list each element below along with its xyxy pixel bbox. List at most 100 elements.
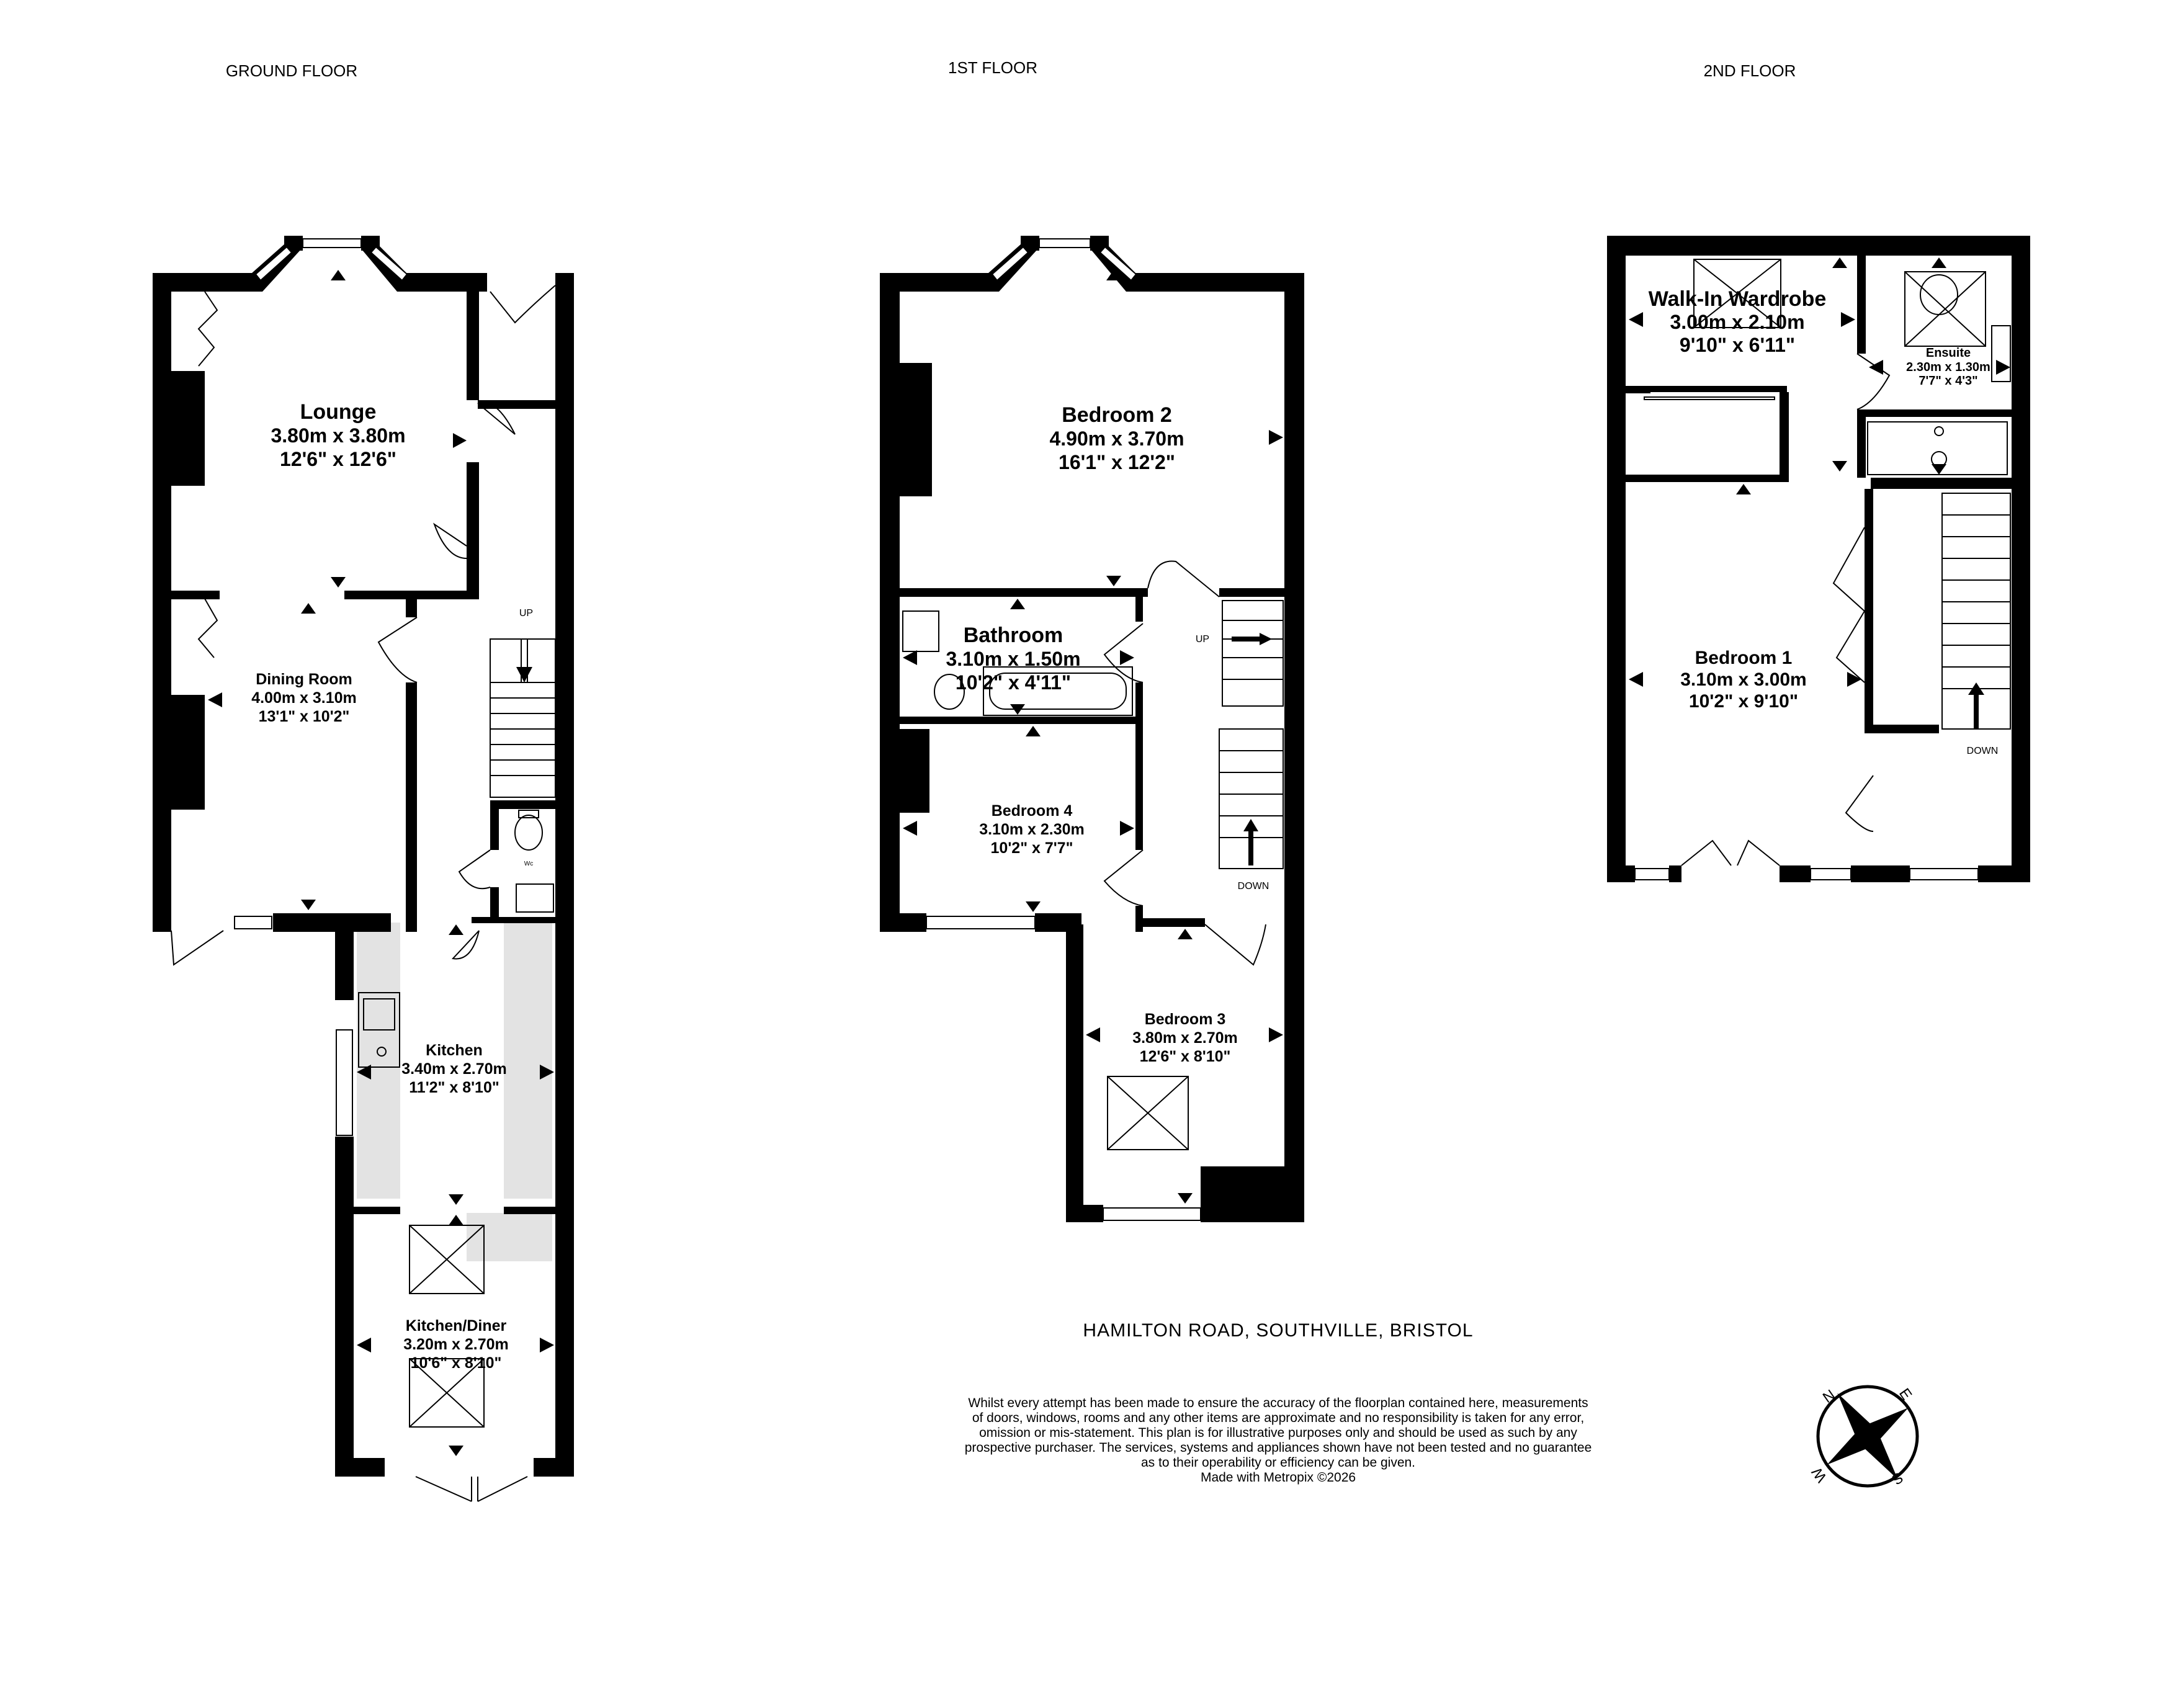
disclaimer-line: Whilst every attempt has been made to en… (968, 1396, 1588, 1410)
lounge-cupboard-door (197, 291, 218, 367)
disclaimer-line: prospective purchaser. The services, sys… (964, 1441, 1592, 1455)
lounge-dining-wall-r (344, 591, 479, 599)
lounge-bay-window (302, 238, 362, 248)
stair-well-bottom (1865, 725, 1939, 733)
ensuite-left-wall (1857, 256, 1866, 354)
stair-well-top (1871, 478, 2012, 489)
kitchen-arrow-left (357, 1065, 371, 1080)
ensuite-tap-icon (1934, 426, 1944, 436)
wc-wall-left (490, 800, 499, 850)
first-stairs-down-label: DOWN (1238, 881, 1269, 892)
second-bottom-wall-e (1978, 865, 2030, 882)
wc-toilet-icon (514, 815, 543, 851)
dining-door (377, 617, 418, 683)
bathroom-metric: 3.10m x 1.50m (946, 648, 1080, 670)
metropix-credit: Made with Metropix ©2026 (1200, 1470, 1356, 1485)
bedroom4-window (926, 916, 1036, 929)
bathroom-arrow-left (903, 650, 917, 665)
first-bay-window-left (991, 246, 1029, 282)
landing-wall-top (1219, 588, 1284, 597)
bedroom3-arrow-bottom (1178, 1193, 1193, 1204)
kitchen-arrow-top (449, 924, 463, 935)
wardrobe-unit-right (1780, 392, 1789, 482)
disclaimer: Whilst every attempt has been made to en… (893, 1396, 1663, 1485)
kitchen-imperial: 11'2" x 8'10" (409, 1079, 499, 1096)
compass-n: N (1820, 1387, 1838, 1406)
lounge-arrow-right (453, 433, 467, 448)
bathroom-basin-icon (902, 610, 939, 652)
lounge-chimney (171, 371, 205, 486)
first-bay-window (1039, 238, 1091, 248)
bedroom2-name: Bedroom 2 (1062, 403, 1172, 427)
first-stairs-up (1222, 600, 1284, 707)
bedroom1-arrow-left (1629, 672, 1643, 687)
ground-stairs-up-label: UP (519, 608, 533, 619)
first-floor-title: 1ST FLOOR (948, 58, 1037, 77)
kitchen-left-wall-top (335, 923, 354, 1000)
kitchen-left-wall-bottom (335, 1137, 354, 1477)
kitchen-tap-icon (377, 1047, 387, 1057)
kitchen-door (451, 930, 480, 960)
wc-wall-left-2 (490, 887, 499, 921)
hall-wall (478, 400, 555, 409)
bedroom3-arrow-right (1269, 1027, 1283, 1042)
bedroom4-right-wall (1135, 906, 1143, 932)
bedroom3-arrow-left (1086, 1027, 1100, 1042)
ensuite-imperial: 7'7" x 4'3" (1919, 374, 1977, 388)
bedroom4-arrow-right (1120, 821, 1134, 836)
wardrobe-skylight (1693, 259, 1781, 328)
bathroom-door (1103, 623, 1144, 683)
bedroom1-arrow-right (1847, 672, 1861, 687)
compass-e: E (1896, 1385, 1915, 1403)
dining-arrow-bottom (301, 900, 316, 910)
bedroom2-door (1147, 560, 1220, 597)
kitchen-diner-skylight-2 (409, 1358, 485, 1428)
dining-imperial: 13'1" x 10'2" (259, 708, 350, 725)
kitchen-arrow-bottom (449, 1194, 463, 1205)
bedroom2-arrow-top (1106, 270, 1121, 280)
bathroom-toilet-icon (934, 674, 965, 710)
wardrobe-metric: 3.00m x 2.10m (1670, 311, 1804, 333)
ensuite-arrow-left (1869, 360, 1883, 375)
bathroom-imperial: 10'2" x 4'11" (956, 671, 1071, 694)
bedroom4-imperial: 10'2" x 7'7" (991, 839, 1073, 857)
first-bay-window-right (1099, 246, 1137, 282)
first-stairs-up-label: UP (1196, 634, 1209, 645)
wardrobe-rail (1644, 396, 1775, 400)
bathroom-name: Bathroom (964, 624, 1063, 647)
bedroom2-imperial: 16'1" x 12'2" (1059, 451, 1175, 473)
bedroom1-window-left (1634, 868, 1670, 880)
kitchen-drainer-icon (363, 998, 395, 1031)
ground-stairs-arrow (516, 667, 532, 682)
dining-arrow-top (301, 603, 316, 614)
bedroom3-arrow-top (1178, 929, 1193, 939)
bedroom1-arrow-top (1736, 484, 1751, 494)
dining-right-wall-2 (406, 682, 417, 932)
second-bottom-wall-d (1851, 865, 1910, 882)
ensuite-toilet-icon (1920, 274, 1958, 315)
kitchen-diner-name: Kitchen/Diner (406, 1317, 507, 1335)
second-top-wall (1607, 236, 2030, 256)
wc-wall-top (490, 800, 555, 809)
kitchen-diner-arrow-left (357, 1338, 371, 1353)
ground-floor-plan: UP Wc Loun (153, 236, 574, 1502)
dining-window (234, 916, 272, 929)
bedroom1-name: Bedroom 1 (1695, 648, 1793, 668)
ensuite-shower-icon (1904, 271, 1986, 347)
bedroom1-door (1845, 775, 1874, 832)
first-left-wall (880, 273, 900, 932)
wardrobe-door (1832, 527, 1866, 683)
bathroom-bottom-wall (900, 717, 1135, 724)
ground-floor-title: GROUND FLOOR (226, 61, 357, 80)
first-floor-plan: UP DOWN Bedroom 2 4.90m x 3.70m 16'1" x … (880, 236, 1304, 1222)
ensuite-basin-icon (1991, 325, 2011, 382)
dining-name: Dining Room (256, 671, 352, 688)
lounge-bay-window-left (254, 246, 293, 282)
compass-star-icon (1827, 1393, 1909, 1480)
dining-arrow-left (208, 692, 222, 707)
kitchen-arrow-right (540, 1065, 554, 1080)
bathroom-right-wall-2 (1135, 682, 1143, 850)
bathroom-arrow-bottom (1010, 704, 1025, 715)
bedroom3-left-wall (1066, 924, 1083, 1222)
wardrobe-arrow-right (1841, 312, 1855, 327)
